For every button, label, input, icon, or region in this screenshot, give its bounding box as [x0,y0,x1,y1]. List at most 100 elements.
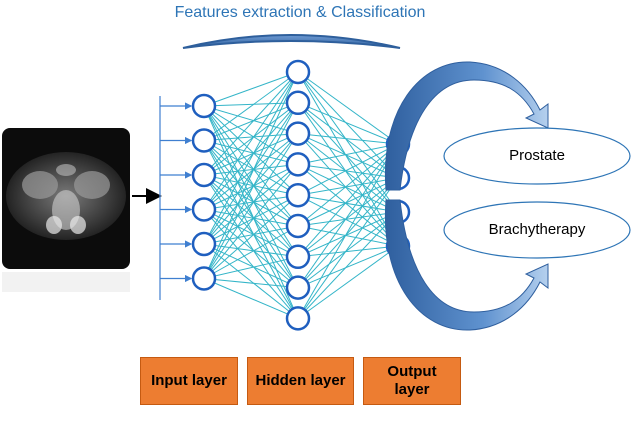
connection-line [203,163,299,210]
connection-line [297,225,399,247]
connection-line [297,71,399,247]
connection-line [297,71,399,145]
connection-line [297,245,399,258]
connection-line [297,177,399,288]
connection-line [297,143,399,196]
connection-line [203,105,299,319]
output-layer-box: Output layer [363,357,461,405]
connection-line [203,133,299,279]
connection-line [297,211,399,288]
connection-line [203,174,299,227]
mri-scan-image [2,128,130,292]
connection-line [203,164,299,279]
connection-line [203,71,299,245]
connection-line [203,278,299,319]
input-layer-box: Input layer [140,357,238,405]
input-layer-node [191,93,217,119]
hidden-layer-label: Hidden layer [255,372,346,389]
connection-line [203,278,299,289]
connection-line [297,211,399,319]
connection-line [297,133,399,213]
connection-line [297,177,399,227]
connection-line [297,102,399,179]
connection-line [203,102,299,279]
connection-line [203,140,299,319]
hidden-layer-node [285,152,311,177]
connection-line [203,105,299,196]
connection-line [297,133,399,145]
connection-line [297,143,399,288]
connection-line [203,71,299,279]
connection-line [203,140,299,258]
hidden-layer-node [285,244,311,270]
upper-output-arrow [384,61,549,191]
input-layer-node [191,231,217,257]
connection-line [203,194,299,245]
connection-line [203,243,299,289]
connection-line [203,71,299,141]
connection-line [203,102,299,176]
connection-line [297,133,399,179]
connection-line [203,209,299,319]
connection-line [203,140,299,227]
connection-line [203,102,299,210]
connection-line [203,140,299,288]
connection-line [297,163,399,213]
connection-line [203,174,299,258]
connection-line [203,243,299,258]
connection-line [203,71,299,210]
prostate-output-ellipse [443,127,631,185]
connection-line [203,209,299,227]
connection-line [297,143,399,319]
connection-line [297,163,399,179]
connection-line [297,102,399,247]
hidden-layer-box: Hidden layer [247,357,354,405]
connection-line [297,143,399,165]
connection-line [203,105,299,135]
connection-line [203,256,299,279]
input-arrows [160,102,193,283]
connection-line [203,133,299,176]
connection-line [297,245,399,319]
lower-output-arrow [384,199,549,331]
connection-line [203,105,299,165]
connection-line [203,174,299,319]
input-layer-node [191,197,217,222]
hidden-layer-node [285,275,311,300]
connection-line [203,194,299,279]
connection-line [203,105,299,227]
connection-line [297,177,399,319]
hidden-layer-node [285,182,311,208]
brachytherapy-output-ellipse [443,201,631,259]
connection-line [203,140,299,196]
input-layer-node [191,128,217,153]
output-layer-label: Output layer [387,363,437,398]
connection-line [297,194,399,247]
connection-line [203,140,299,165]
connection-line [203,194,299,210]
connection-line [203,174,299,196]
diagram-title: Features extraction & Classification [174,4,426,21]
connection-line [297,143,399,227]
connection-line [297,177,399,196]
connection-line [203,71,299,107]
connection-line [297,245,399,289]
title-bracket [182,34,401,49]
connection-line [203,105,299,258]
input-layer-node [191,266,217,291]
connection-line [203,102,299,245]
connection-line [297,102,399,213]
connection-line [203,105,299,288]
connection-line [203,174,299,288]
connection-line [297,164,399,247]
hidden-layer-node [285,121,311,146]
connection-line [203,133,299,141]
connection-line [203,102,299,141]
connection-line [203,71,299,176]
connection-line [297,194,399,213]
connection-line [297,211,399,227]
connection-line [203,209,299,288]
connection-line [297,71,399,213]
